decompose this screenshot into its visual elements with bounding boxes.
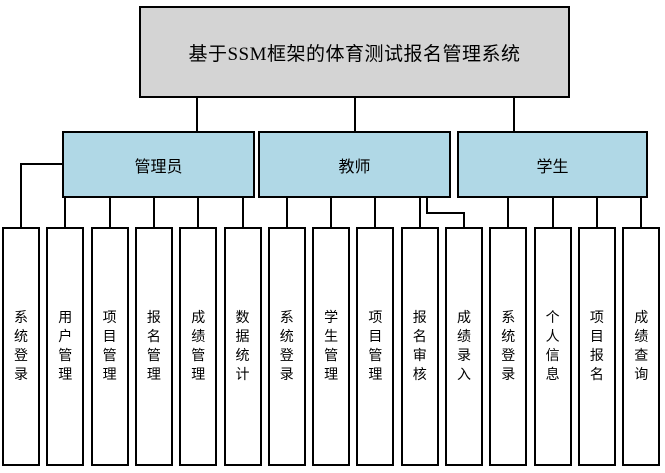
root-node: 基于SSM框架的体育测试报名管理系统: [139, 6, 570, 98]
leaf-admin-project-mgmt: 项目管理: [90, 227, 129, 466]
leaf-label: 成绩录入: [457, 310, 471, 383]
leaf-teacher-student-mgmt: 学生管理: [312, 227, 351, 466]
connector-student-to-leaf-system-login: [507, 198, 510, 227]
leaf-label: 学生管理: [324, 310, 339, 383]
connector-admin-to-leaf-data-stats: [241, 198, 244, 227]
connector-student-to-leaf-project-registration: [595, 198, 598, 227]
branch-student: 学生: [457, 131, 648, 198]
leaf-label: 系统登录: [279, 310, 294, 383]
connector-admin-to-leaf-user-mgmt: [64, 198, 67, 227]
connector-admin-to-leaf-score-mgmt: [197, 198, 200, 227]
leaf-admin-data-stats: 数据统计: [223, 227, 262, 466]
connector-root-to-admin: [196, 98, 198, 131]
connector-root-to-student: [513, 98, 515, 131]
connector-teacher-to-leaf-project-mgmt: [374, 198, 377, 227]
branch-teacher: 教师: [258, 131, 451, 198]
connector-student-to-leaf-score-query: [640, 198, 643, 227]
leaf-teacher-score-entry: 成绩录入: [445, 227, 483, 466]
leaf-label: 报名审核: [412, 310, 427, 383]
leaf-admin-score-mgmt: 成绩管理: [179, 227, 218, 466]
leaf-student-personal-info: 个人信息: [533, 227, 572, 466]
connector-admin-to-leaf-system-login: [20, 163, 22, 227]
leaf-admin-system-login: 系统登录: [2, 227, 40, 466]
leaf-admin-registration-mgmt: 报名管理: [134, 227, 173, 466]
connector-admin-elbow-horizontal: [20, 163, 63, 165]
leaf-label: 个人信息: [545, 310, 560, 383]
leaf-label: 项目报名: [589, 310, 604, 383]
leaf-label: 用户管理: [58, 310, 73, 383]
connector-root-to-teacher: [354, 98, 356, 131]
leaf-label: 成绩查询: [634, 310, 649, 383]
leaf-student-score-query: 成绩查询: [622, 227, 661, 466]
leaf-label: 项目管理: [102, 310, 117, 383]
connector-teacher-to-leaf-student-mgmt: [330, 198, 333, 227]
leaf-label: 系统登录: [501, 310, 516, 383]
leaf-student-project-registration: 项目报名: [577, 227, 616, 466]
leaf-admin-user-mgmt: 用户管理: [46, 227, 85, 466]
connector-teacher-to-leaf-score-entry: [463, 212, 465, 227]
leaf-teacher-project-mgmt: 项目管理: [356, 227, 395, 466]
branch-admin: 管理员: [62, 131, 255, 198]
connector-student-to-leaf-personal-info: [551, 198, 554, 227]
leaf-teacher-system-login: 系统登录: [267, 227, 306, 466]
connector-teacher-to-leaf-registration-review: [418, 198, 421, 227]
connector-teacher-to-leaf-system-login: [285, 198, 288, 227]
connector-admin-to-leaf-registration-mgmt: [152, 198, 155, 227]
leaf-label: 系统登录: [14, 310, 28, 383]
connector-teacher-zigzag-down: [426, 198, 428, 214]
leaf-label: 成绩管理: [191, 310, 206, 383]
leaf-student-system-login: 系统登录: [489, 227, 528, 466]
connector-admin-to-leaf-project-mgmt: [108, 198, 111, 227]
connector-teacher-zigzag-across: [426, 212, 465, 214]
leaf-teacher-registration-review: 报名审核: [400, 227, 439, 466]
leaf-label: 项目管理: [368, 310, 383, 383]
leaf-label: 数据统计: [235, 310, 250, 383]
leaf-label: 报名管理: [146, 310, 161, 383]
